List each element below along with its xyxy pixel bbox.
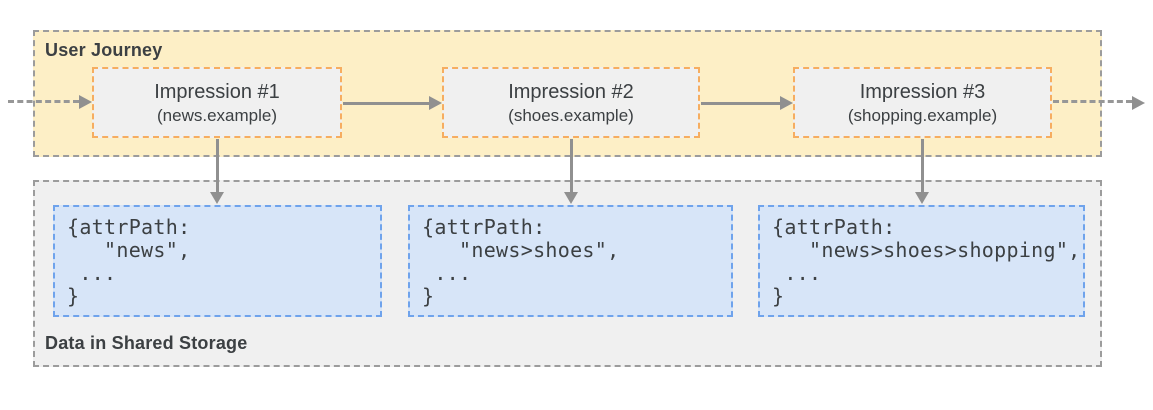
flow-arrow-1-2-head-icon bbox=[429, 96, 442, 110]
journey-exit-arrow-head-icon bbox=[1132, 96, 1145, 110]
user-journey-label: User Journey bbox=[45, 40, 163, 60]
impression-1-domain: (news.example) bbox=[157, 105, 277, 125]
write-arrow-3-head-icon bbox=[915, 192, 929, 204]
impression-3-title: Impression #3 bbox=[859, 80, 986, 103]
write-arrow-3-line bbox=[921, 139, 924, 192]
impression-1-title: Impression #1 bbox=[154, 80, 280, 103]
storage-entry-2-code: {attrPath: "news>shoes", ... } bbox=[422, 215, 620, 308]
write-arrow-1-line bbox=[216, 139, 219, 192]
journey-entry-arrow-line bbox=[8, 100, 79, 103]
flow-arrow-1-2-line bbox=[343, 102, 429, 105]
impression-1-box: Impression #1 (news.example) bbox=[92, 67, 342, 138]
write-arrow-2-head-icon bbox=[564, 192, 578, 204]
storage-entry-2: {attrPath: "news>shoes", ... } bbox=[408, 205, 733, 317]
impression-3-box: Impression #3 (shopping.example) bbox=[793, 67, 1052, 138]
write-arrow-2-line bbox=[570, 139, 573, 192]
flow-arrow-2-3-line bbox=[701, 102, 780, 105]
storage-entry-3: {attrPath: "news>shoes>shopping", ... } bbox=[758, 205, 1085, 317]
journey-exit-arrow-line bbox=[1053, 100, 1132, 103]
impression-2-domain: (shoes.example) bbox=[508, 105, 634, 125]
impression-3-domain: (shopping.example) bbox=[847, 105, 998, 125]
impression-2-title: Impression #2 bbox=[508, 80, 634, 103]
storage-entry-1-code: {attrPath: "news", ... } bbox=[67, 215, 191, 308]
impression-2-box: Impression #2 (shoes.example) bbox=[442, 67, 700, 138]
flow-arrow-2-3-head-icon bbox=[780, 96, 793, 110]
storage-entry-3-code: {attrPath: "news>shoes>shopping", ... } bbox=[772, 215, 1081, 308]
shared-storage-label: Data in Shared Storage bbox=[45, 333, 248, 353]
journey-entry-arrow-head-icon bbox=[79, 95, 92, 109]
write-arrow-1-head-icon bbox=[210, 192, 224, 204]
storage-entry-1: {attrPath: "news", ... } bbox=[53, 205, 382, 317]
